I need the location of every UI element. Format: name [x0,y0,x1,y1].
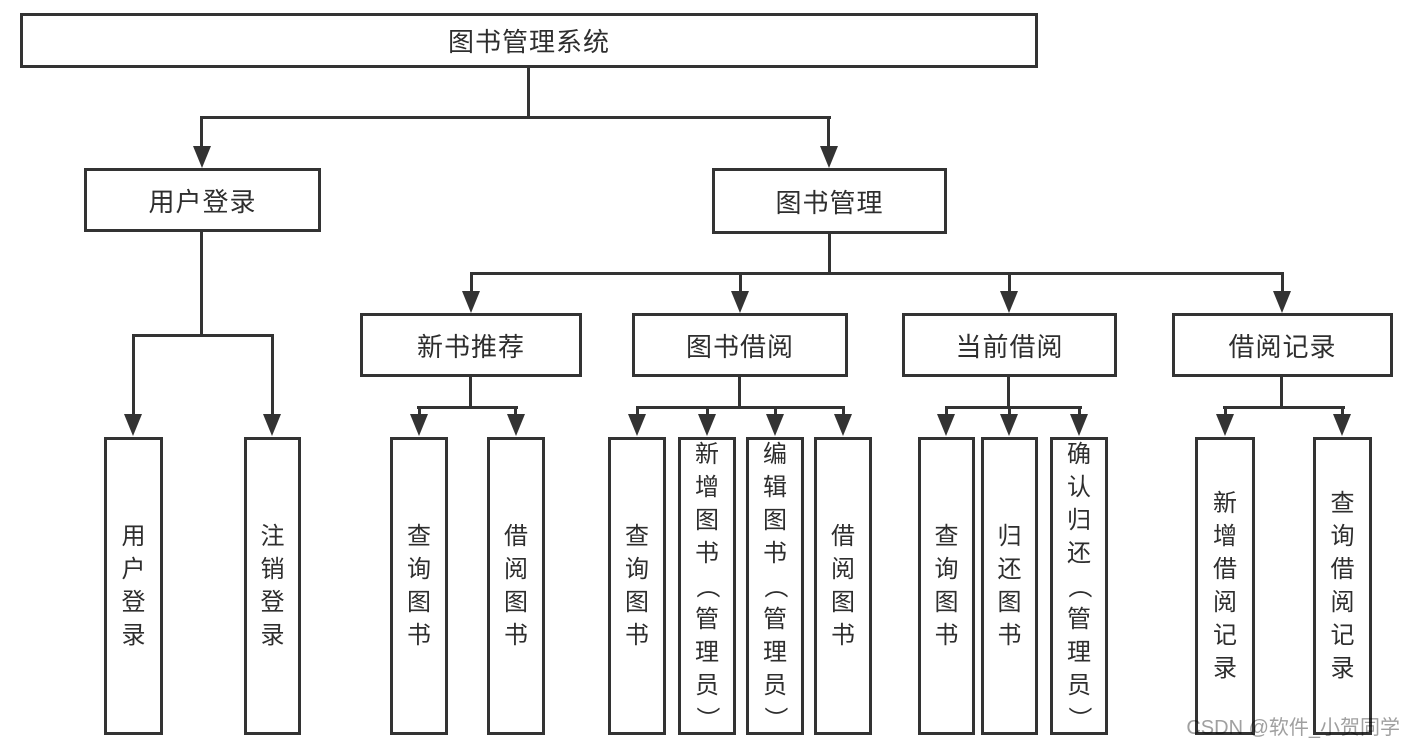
connector-line [200,232,203,336]
connector-line [200,116,203,147]
arrowhead-down-icon [937,414,955,436]
leaf-query-borrowing-record: 查询借阅记录 [1313,437,1372,735]
arrowhead-down-icon [1000,414,1018,436]
leaf-borrow-books-borrowing: 借阅图书 [814,437,872,735]
connector-line [945,406,1082,409]
node-book-management: 图书管理 [712,168,947,234]
connector-line [132,334,274,337]
node-label: 图书管理系统 [447,27,610,57]
connector-line [200,116,831,119]
leaf-label: 新增图书（管理员） [693,440,721,731]
leaf-label: 用户登录 [121,523,146,649]
leaf-label: 确认归还（管理员） [1065,440,1093,731]
leaf-label: 借阅图书 [504,523,528,649]
connector-line [636,406,845,409]
connector-line [271,334,274,416]
connector-line [470,272,473,292]
node-book-borrowing: 图书借阅 [632,313,848,377]
node-label: 用户登录 [148,186,257,217]
arrowhead-down-icon [628,414,646,436]
arrowhead-down-icon [193,146,211,168]
connector-line [1223,406,1345,409]
leaf-label: 查询图书 [934,523,959,649]
connector-line [1341,406,1344,417]
leaf-edit-books-admin: 编辑图书（管理员） [746,437,804,735]
node-borrowing-records: 借阅记录 [1172,313,1393,377]
connector-line [1078,406,1081,417]
leaf-label: 查询图书 [407,523,431,649]
arrowhead-down-icon [1216,414,1234,436]
arrowhead-down-icon [1070,414,1088,436]
leaf-query-books-borrowing: 查询图书 [608,437,666,735]
leaf-label: 新增借阅记录 [1213,490,1237,682]
connector-line [469,377,472,408]
connector-line [1281,272,1284,292]
arrowhead-down-icon [1273,291,1291,313]
connector-line [636,406,639,417]
connector-line [828,234,831,275]
arrowhead-down-icon [1333,414,1351,436]
connector-line [827,116,830,147]
node-current-borrowing: 当前借阅 [902,313,1117,377]
connector-line [132,334,135,416]
arrowhead-down-icon [820,146,838,168]
connector-line [945,406,948,417]
leaf-return-books: 归还图书 [981,437,1038,735]
connector-line [739,272,742,292]
leaf-borrow-books-recommend: 借阅图书 [487,437,545,735]
leaf-query-books-current: 查询图书 [918,437,975,735]
node-label: 图书借阅 [685,331,794,362]
node-label: 图书管理 [775,187,884,218]
arrowhead-down-icon [410,414,428,436]
connector-line [527,68,530,118]
leaf-user-login: 用户登录 [104,437,163,735]
node-new-book-recommendation: 新书推荐 [360,313,582,377]
leaf-logout-login: 注销登录 [244,437,301,735]
node-label: 借阅记录 [1228,331,1337,362]
leaf-confirm-return-admin: 确认归还（管理员） [1050,437,1108,735]
arrowhead-down-icon [263,414,281,436]
leaf-add-borrowing-record: 新增借阅记录 [1195,437,1255,735]
arrowhead-down-icon [507,414,525,436]
arrowhead-down-icon [124,414,142,436]
connector-line [1008,272,1011,292]
leaf-add-books-admin: 新增图书（管理员） [678,437,736,735]
arrowhead-down-icon [766,414,784,436]
leaf-label: 归还图书 [997,523,1022,649]
arrowhead-down-icon [731,291,749,313]
csdn-watermark: CSDN @软件_小贺同学 [1186,717,1400,739]
node-label: 新书推荐 [416,331,525,362]
node-user-login: 用户登录 [84,168,321,232]
leaf-label: 借阅图书 [831,523,855,649]
leaf-label: 注销登录 [260,523,285,649]
node-label: 当前借阅 [955,331,1064,362]
connector-line [842,406,845,417]
leaf-label: 查询借阅记录 [1330,490,1355,682]
connector-line [1007,377,1010,408]
leaf-query-books-recommend: 查询图书 [390,437,448,735]
arrowhead-down-icon [834,414,852,436]
connector-line [1224,406,1227,417]
connector-line [706,406,709,417]
connector-line [1008,406,1011,417]
arrowhead-down-icon [698,414,716,436]
leaf-label: 编辑图书（管理员） [761,440,789,731]
connector-line [738,377,741,408]
connector-line [418,406,421,417]
connector-line [1280,377,1283,408]
arrowhead-down-icon [462,291,480,313]
connector-line [417,406,518,409]
leaf-label: 查询图书 [625,523,649,649]
connector-line [470,272,1283,275]
arrowhead-down-icon [1000,291,1018,313]
connector-line [514,406,517,417]
connector-line [774,406,777,417]
node-root: 图书管理系统 [20,13,1038,68]
